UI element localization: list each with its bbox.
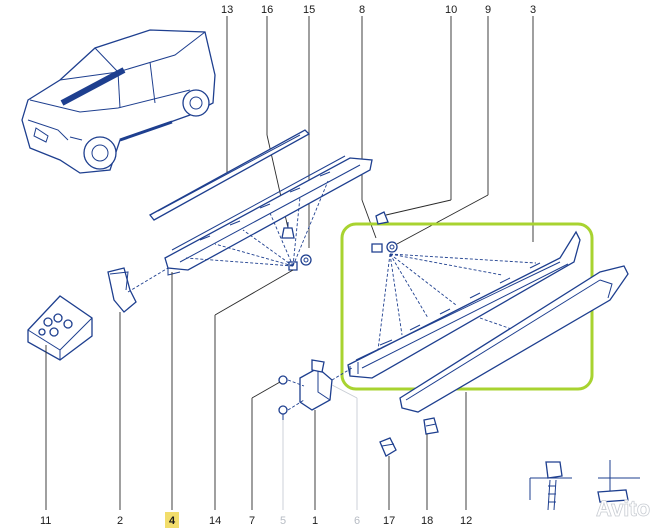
avito-watermark: Avito	[596, 496, 650, 521]
top-callouts: 13 16 15 8 10 9 3	[221, 4, 536, 16]
callout-15: 15	[303, 4, 315, 16]
callout-17: 17	[383, 515, 395, 527]
fastener-10	[375, 211, 389, 225]
callout-3: 3	[530, 4, 536, 16]
hardware-box-11	[27, 295, 93, 361]
callout-4: 4	[169, 515, 176, 527]
callout-1: 1	[312, 515, 318, 527]
bottom-callouts: 11 2 4 14 7 5 1 6 17 18 12	[40, 512, 472, 528]
bracket-2	[107, 267, 169, 313]
torque-symbols	[529, 460, 640, 511]
upper-rail-13	[149, 129, 311, 221]
callout-18: 18	[421, 515, 433, 527]
callout-14: 14	[209, 515, 221, 527]
dashed-fan-sill-3	[377, 253, 537, 351]
callout-11: 11	[40, 515, 51, 527]
screw-5	[278, 405, 288, 420]
callout-13: 13	[221, 4, 233, 16]
callout-12: 12	[460, 515, 472, 527]
sill-cover-3	[347, 230, 581, 379]
callout-16: 16	[261, 4, 273, 16]
fastener-15	[300, 254, 312, 266]
bottom-leaders	[45, 269, 467, 510]
car-illustration	[21, 29, 216, 174]
callout-7: 7	[249, 515, 255, 527]
callout-2: 2	[117, 515, 123, 527]
lower-parts-dashes	[287, 367, 353, 411]
clip-18	[423, 417, 439, 435]
clip-17	[379, 437, 397, 457]
callout-9: 9	[485, 4, 491, 16]
callout-4-highlight	[165, 512, 179, 528]
nut-7	[278, 375, 288, 385]
fastener-16	[281, 222, 295, 239]
washer-9	[386, 241, 398, 253]
dashed-fan-rail-4	[185, 180, 329, 267]
clip-8	[371, 243, 383, 253]
callout-10: 10	[445, 4, 457, 16]
bracket-1	[299, 359, 333, 411]
step-trim-12	[399, 265, 629, 413]
callout-8: 8	[359, 4, 365, 16]
callout-6: 6	[354, 515, 360, 527]
callout-5: 5	[280, 515, 286, 527]
